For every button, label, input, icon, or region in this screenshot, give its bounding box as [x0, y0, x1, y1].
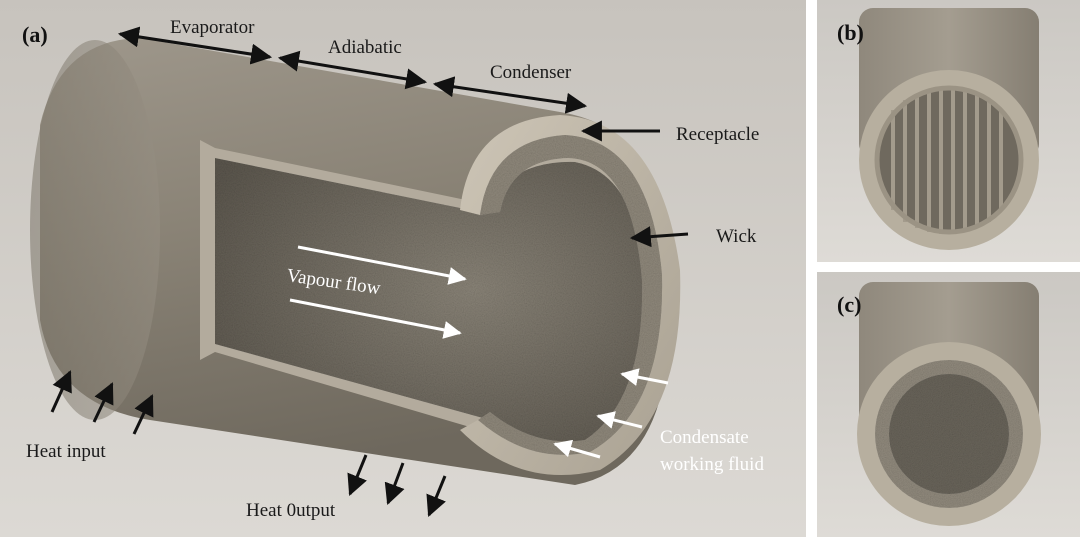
- receptacle-label: Receptacle: [676, 124, 759, 145]
- cutaway-opening: [200, 140, 660, 462]
- tube-bore: [877, 88, 1021, 232]
- condensate-arrow-3: [553, 439, 601, 459]
- wick-layer: [478, 135, 663, 455]
- heat-input-label: Heat input: [26, 441, 106, 462]
- grooved-tube-end-photo: (b): [817, 0, 1080, 262]
- condenser-span-arrow: [432, 76, 588, 114]
- axial-grooves: [891, 90, 1003, 234]
- condensate-arrow-2: [596, 411, 643, 429]
- heat-output-arrow-2: [384, 462, 405, 505]
- vapour-flow-arrow-lower: [289, 298, 462, 339]
- vapour-flow-arrow-upper: [297, 245, 467, 285]
- evaporator-label: Evaporator: [170, 17, 255, 38]
- end-rim: [460, 115, 681, 475]
- heat-input-arrow-2: [92, 382, 114, 423]
- condensate-label-line1: Condensate: [660, 427, 749, 448]
- heat-input-arrow-1: [50, 370, 72, 413]
- panel-label-c: (c): [837, 292, 861, 317]
- condensate-label-line2: working fluid: [660, 454, 764, 475]
- heat-output-arrow-3: [426, 475, 447, 517]
- sintered-tube-end-photo: (c): [817, 272, 1080, 537]
- panel-a-main-view: (a) Evaporator Adiabatic Condenser Recep…: [0, 0, 806, 537]
- adiabatic-span-arrow: [277, 50, 428, 90]
- panel-label-a: (a): [22, 22, 48, 47]
- panel-c-sintered-wick-view: (c): [817, 272, 1080, 537]
- condensate-arrow-1: [620, 368, 669, 386]
- panel-label-b: (b): [837, 20, 864, 45]
- condenser-label: Condenser: [490, 62, 572, 83]
- adiabatic-label: Adiabatic: [328, 37, 402, 58]
- heat-output-arrow-1: [347, 454, 368, 496]
- evaporator-span-arrow: [117, 26, 273, 65]
- wick-pointer-arrow: [629, 226, 689, 248]
- vapour-core: [889, 374, 1009, 494]
- wick-label: Wick: [716, 226, 757, 247]
- heat-pipe-cutaway-illustration: (a) Evaporator Adiabatic Condenser Recep…: [0, 0, 806, 537]
- panel-b-grooved-wick-view: (b): [817, 0, 1080, 262]
- heat-output-label: Heat 0utput: [246, 500, 336, 521]
- heat-input-arrow-3: [132, 394, 154, 435]
